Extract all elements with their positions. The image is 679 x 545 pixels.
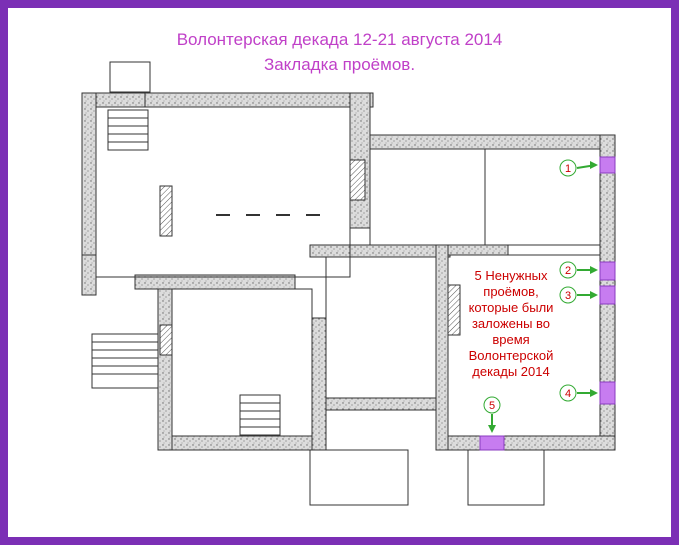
hatched-blocks	[159, 159, 461, 356]
marker-2-label: 2	[565, 265, 571, 277]
opening-4	[599, 381, 616, 405]
note-line: время	[492, 332, 530, 347]
marker-4-label: 4	[565, 388, 571, 400]
note-line: заложены во	[471, 316, 551, 331]
closed-openings	[479, 156, 616, 451]
marker-2: 2	[559, 261, 598, 279]
opening-1	[599, 156, 616, 174]
note-line: 5 Ненужных	[474, 268, 548, 283]
note-line: декады 2014	[472, 364, 550, 379]
marker-3: 3	[559, 286, 598, 304]
diagram-title: Волонтерская декада 12-21 августа 2014	[176, 30, 503, 49]
inner-lines	[95, 106, 601, 437]
marker-5: 5	[483, 396, 501, 433]
opening-3	[599, 285, 616, 305]
marker-1-label: 1	[565, 163, 571, 175]
diagram-subtitle: Закладка проёмов.	[263, 55, 416, 74]
marker-5-label: 5	[489, 400, 495, 412]
porches	[309, 449, 545, 506]
staircase-top	[107, 61, 151, 151]
marker-3-label: 3	[565, 290, 571, 302]
note-line: Волонтерской	[468, 348, 554, 363]
note-line: которые были	[468, 300, 554, 315]
opening-5	[479, 435, 505, 451]
marker-1: 1	[559, 159, 598, 177]
note-text: 5 Ненужных проёмов, которые были заложен…	[455, 268, 567, 380]
staircase-bottom	[239, 394, 281, 436]
note-line: проёмов,	[483, 284, 539, 299]
staircase-left	[91, 333, 159, 389]
opening-2	[599, 261, 616, 281]
marker-4: 4	[559, 384, 598, 402]
